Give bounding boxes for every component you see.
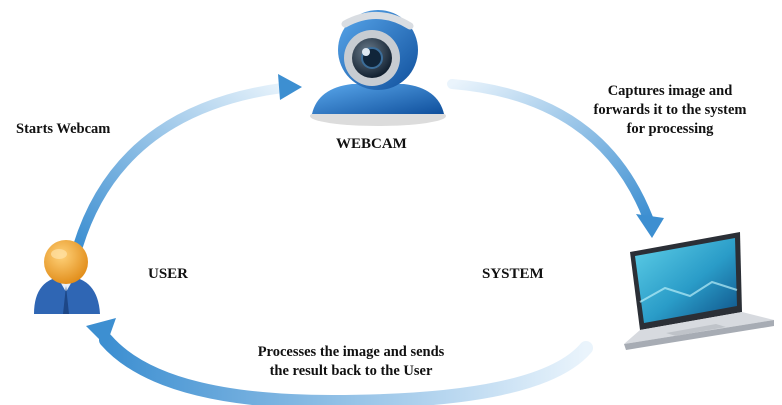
webcam-icon: [310, 10, 446, 126]
webcam-label: WEBCAM: [336, 136, 407, 152]
edge-label-processes-image: Processes the image and sends the result…: [257, 344, 445, 379]
arrow-webcam-to-system: [447, 79, 664, 238]
user-icon: [34, 240, 100, 314]
edge-label-captures-image: Captures image and forwards it to the sy…: [593, 83, 747, 137]
system-label: SYSTEM: [482, 266, 544, 282]
arrow-system-to-user: [86, 318, 593, 405]
arrow-user-to-webcam: [73, 74, 302, 251]
laptop-icon: [624, 232, 774, 350]
user-label: USER: [148, 266, 189, 282]
edge-label-starts-webcam: Starts Webcam: [16, 121, 111, 137]
